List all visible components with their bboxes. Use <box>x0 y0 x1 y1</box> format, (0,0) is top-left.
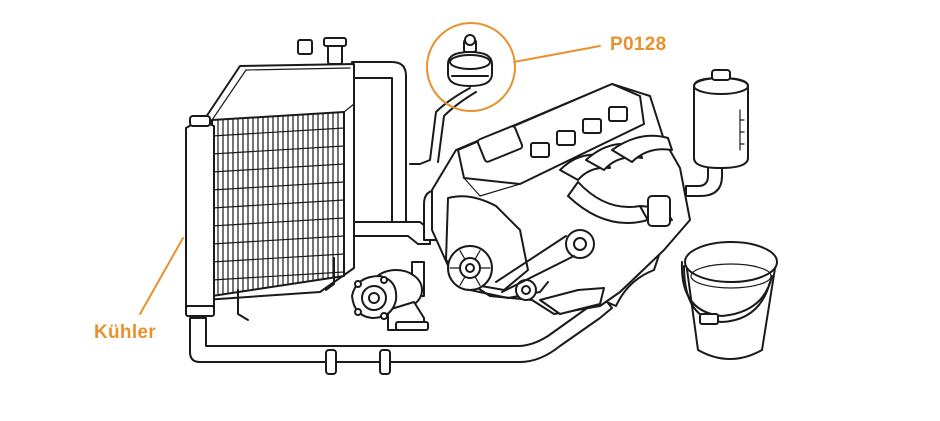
callout-radiator <box>139 237 184 315</box>
bucket <box>680 241 778 360</box>
sensor-code-label: P0128 <box>610 34 667 55</box>
lower-return-hose <box>189 297 613 375</box>
sensor-pipe <box>409 87 477 165</box>
thermostat-sensor <box>447 34 493 87</box>
radiator <box>185 37 355 321</box>
water-pump <box>351 269 429 331</box>
exhaust-manifold <box>559 134 673 227</box>
upper-radiator-hose <box>351 61 431 245</box>
expansion-tank <box>693 69 749 169</box>
radiator-label: Kühler <box>94 322 156 343</box>
callout-sensor <box>426 22 601 112</box>
